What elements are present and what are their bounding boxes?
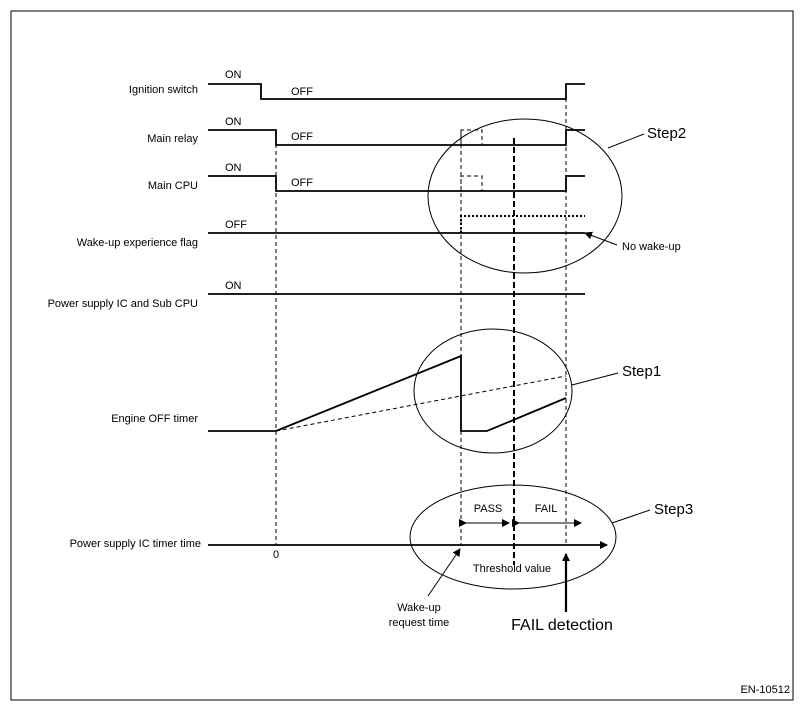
label-power-supply-ic-sub-cpu: Power supply IC and Sub CPU — [48, 298, 198, 310]
step2-circle — [427, 118, 623, 274]
annotation-fail: FAIL — [535, 503, 558, 515]
step1-leader — [571, 372, 619, 386]
step3-circle — [409, 484, 617, 590]
wave-main-relay — [208, 129, 585, 146]
state-wake-flag-off: OFF — [225, 219, 247, 231]
label-main-cpu: Main CPU — [148, 180, 198, 192]
annotation-pass: PASS — [474, 503, 503, 515]
label-engine-off-timer: Engine OFF timer — [111, 413, 198, 425]
main-cpu-dashed-pulse — [460, 175, 483, 191]
wave-engine-off-timer — [208, 354, 567, 432]
label-main-relay: Main relay — [147, 133, 198, 145]
no-wakeup-leader — [584, 231, 618, 246]
wakeup-request-leader — [427, 548, 461, 597]
state-main-cpu-off: OFF — [291, 177, 313, 189]
axis-zero: 0 — [273, 549, 279, 561]
state-ignition-on: ON — [225, 69, 242, 81]
state-main-relay-off: OFF — [291, 131, 313, 143]
annotation-fail-detection: FAIL detection — [511, 617, 613, 634]
annotation-no-wakeup: No wake-up — [622, 241, 681, 253]
label-ignition-switch: Ignition switch — [129, 84, 198, 96]
annotation-step3: Step3 — [654, 501, 693, 518]
step2-leader — [607, 133, 645, 149]
state-ignition-off: OFF — [291, 86, 313, 98]
annotation-wakeup-request-1: Wake-up — [397, 602, 441, 614]
step1-circle — [413, 328, 573, 454]
label-power-supply-ic-timer: Power supply IC timer time — [70, 538, 201, 550]
annotation-wakeup-request-2: request time — [389, 617, 450, 629]
state-main-relay-on: ON — [225, 116, 242, 128]
diagram-frame — [10, 10, 794, 701]
annotation-threshold: Threshold value — [473, 563, 551, 575]
reference-code: EN-10512 — [740, 684, 790, 696]
label-wake-flag: Wake-up experience flag — [77, 237, 198, 249]
wave-main-cpu — [208, 175, 585, 192]
annotation-step1: Step1 — [622, 363, 661, 380]
wave-ignition-switch — [208, 83, 585, 100]
engine-off-timer-dashed-ramp — [275, 375, 567, 432]
state-power-supply-on: ON — [225, 280, 242, 292]
step3-leader — [611, 509, 651, 524]
state-main-cpu-on: ON — [225, 162, 242, 174]
annotation-step2: Step2 — [647, 125, 686, 142]
